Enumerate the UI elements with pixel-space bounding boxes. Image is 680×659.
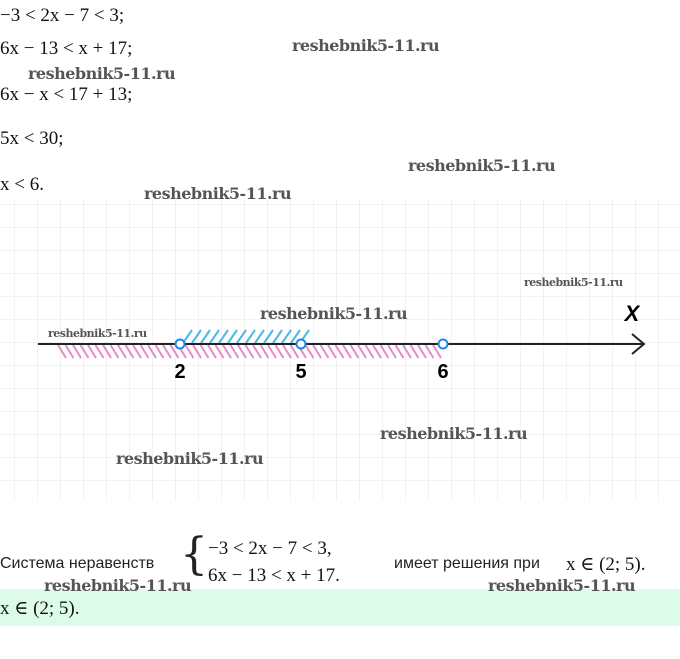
point-5 xyxy=(295,338,307,350)
pink-hatch-stroke xyxy=(79,344,90,359)
blue-hatch-stroke xyxy=(263,329,274,344)
pink-hatch-stroke xyxy=(312,344,322,359)
blue-hatch-stroke xyxy=(182,329,193,344)
pink-hatch-stroke xyxy=(372,344,382,359)
conclusion-suffix: имеет решения при xyxy=(394,555,540,572)
point-2 xyxy=(174,338,186,350)
pink-hatch-stroke xyxy=(319,344,330,359)
pink-hatch-stroke xyxy=(274,344,285,359)
conclusion-prefix: Система неравенств xyxy=(0,555,155,572)
pink-hatch-stroke xyxy=(117,344,127,359)
pink-hatch-stroke xyxy=(102,344,112,359)
pink-hatch-stroke xyxy=(342,344,352,359)
pink-hatch-stroke xyxy=(87,344,97,359)
blue-hatch-stroke xyxy=(254,329,265,344)
pink-hatch-stroke xyxy=(402,344,412,359)
pink-hatch xyxy=(57,344,442,359)
step-5: x < 6. xyxy=(0,174,44,195)
label-2: 2 xyxy=(174,361,185,383)
pink-hatch-stroke xyxy=(214,344,225,359)
step-2: 6x − 13 < x + 17; xyxy=(0,38,133,59)
pink-hatch-stroke xyxy=(364,344,375,359)
pink-hatch-stroke xyxy=(132,344,142,359)
pink-hatch-stroke xyxy=(147,344,157,359)
pink-hatch-stroke xyxy=(229,344,240,359)
pink-hatch-stroke xyxy=(327,344,337,359)
number-line-figure: 2 5 6 X xyxy=(0,200,680,500)
pink-hatch-stroke xyxy=(252,344,262,359)
pink-hatch-stroke xyxy=(357,344,367,359)
conclusion-result: x ∈ (2; 5). xyxy=(566,554,646,575)
pink-hatch-stroke xyxy=(72,344,82,359)
blue-hatch-stroke xyxy=(218,329,229,344)
pink-hatch-stroke xyxy=(387,344,397,359)
pink-hatch-stroke xyxy=(184,344,195,359)
watermark: reshebnik5-11.ru xyxy=(116,449,264,468)
pink-hatch-stroke xyxy=(207,344,217,359)
pink-hatch-stroke xyxy=(417,344,427,359)
blue-hatch-stroke xyxy=(200,329,211,344)
pink-hatch-stroke xyxy=(94,344,105,359)
pink-hatch-stroke xyxy=(282,344,292,359)
pink-hatch-stroke xyxy=(267,344,277,359)
blue-hatch-stroke xyxy=(272,329,283,344)
system-line-1: −3 < 2x − 7 < 3, xyxy=(208,538,332,559)
pink-hatch-stroke xyxy=(192,344,202,359)
pink-hatch-stroke xyxy=(394,344,405,359)
axis-arrow-icon xyxy=(631,333,646,355)
blue-hatch-stroke xyxy=(236,329,247,344)
answer-box: x ∈ (2; 5). xyxy=(0,589,680,626)
system-line-2: 6x − 13 < x + 17. xyxy=(208,565,340,586)
pink-hatch-stroke xyxy=(222,344,232,359)
system-brace: { xyxy=(180,529,208,580)
blue-hatch-stroke xyxy=(290,329,301,344)
blue-hatch-stroke xyxy=(281,329,292,344)
watermark: reshebnik5-11.ru xyxy=(144,184,292,203)
pink-hatch-stroke xyxy=(304,344,315,359)
pink-hatch-stroke xyxy=(154,344,165,359)
pink-hatch-stroke xyxy=(379,344,390,359)
label-6: 6 xyxy=(437,361,448,383)
watermark: reshebnik5-11.ru xyxy=(260,304,408,323)
pink-hatch-stroke xyxy=(139,344,150,359)
pink-hatch-stroke xyxy=(424,344,435,359)
pink-hatch-stroke xyxy=(409,344,420,359)
point-6 xyxy=(437,338,449,350)
pink-hatch-stroke xyxy=(432,344,442,359)
pink-hatch-stroke xyxy=(259,344,270,359)
step-1: −3 < 2x − 7 < 3; xyxy=(0,5,125,26)
pink-hatch-stroke xyxy=(199,344,210,359)
pink-hatch-stroke xyxy=(162,344,172,359)
answer-text: x ∈ (2; 5). xyxy=(0,598,80,619)
pink-hatch-stroke xyxy=(169,344,180,359)
watermark: reshebnik5-11.ru xyxy=(292,36,440,55)
step-3: 6x − x < 17 + 13; xyxy=(0,84,133,105)
watermark: reshebnik5-11.ru xyxy=(408,156,556,175)
watermark: reshebnik5-11.ru xyxy=(44,576,192,595)
pink-hatch-stroke xyxy=(244,344,255,359)
watermark: reshebnik5-11.ru xyxy=(380,424,528,443)
pink-hatch-stroke xyxy=(334,344,345,359)
pink-hatch-stroke xyxy=(64,344,75,359)
label-5: 5 xyxy=(295,361,306,383)
axis-label: X xyxy=(623,301,641,326)
watermark: reshebnik5-11.ru xyxy=(28,64,176,83)
pink-hatch-stroke xyxy=(109,344,120,359)
pink-hatch-stroke xyxy=(289,344,300,359)
pink-hatch-stroke xyxy=(124,344,135,359)
step-4: 5x < 30; xyxy=(0,128,64,149)
watermark: reshebnik5-11.ru xyxy=(524,276,623,289)
blue-hatch-stroke xyxy=(245,329,256,344)
pink-hatch-stroke xyxy=(57,344,67,359)
blue-hatch-stroke xyxy=(191,329,202,344)
blue-hatch-stroke xyxy=(227,329,238,344)
grid-background xyxy=(0,200,680,500)
blue-hatch-stroke xyxy=(209,329,220,344)
watermark: reshebnik5-11.ru xyxy=(488,576,636,595)
pink-hatch-stroke xyxy=(349,344,360,359)
watermark: reshebnik5-11.ru xyxy=(48,327,147,340)
pink-hatch-stroke xyxy=(237,344,247,359)
